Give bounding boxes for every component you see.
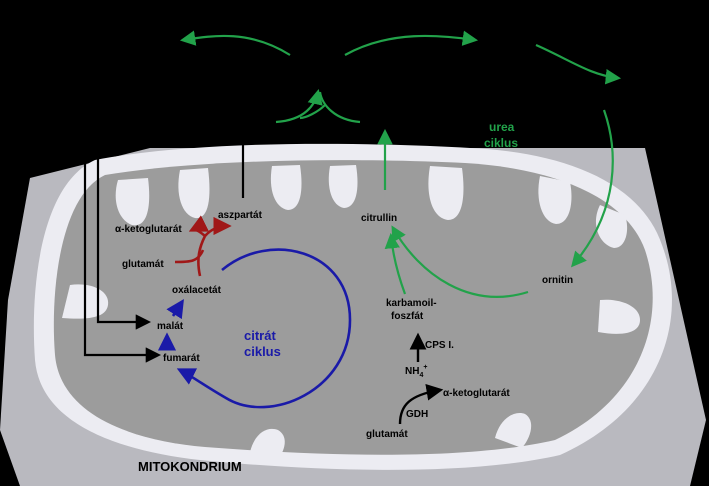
label-cps: CPS I. (425, 340, 454, 351)
transamination-arrows (174, 215, 232, 277)
ammonia-pathway (398, 332, 444, 425)
export-pathways (83, 40, 245, 363)
gdh-arrow (398, 383, 444, 425)
citrate-cycle-arc (176, 248, 352, 409)
label-oxalacetat: oxálacetát (172, 285, 222, 296)
karbamoil-to-citrullin-arrow (384, 232, 407, 295)
label-citrullin: citrullin (361, 213, 397, 224)
citrate-cycle (157, 248, 352, 409)
malate-import-line (96, 40, 152, 330)
label-nh4: NH4+ (405, 364, 427, 379)
label-aszpartat: aszpartát (218, 210, 263, 221)
label-foszfat: foszfát (391, 311, 424, 322)
label-ciklus-blue: ciklus (244, 344, 281, 359)
label-urea: urea (489, 120, 515, 134)
label-mitokondrium: MITOKONDRIUM (138, 459, 242, 474)
urea-cycle-right-arc (571, 109, 614, 268)
cristae (62, 165, 640, 460)
malate-to-oxaloacetate-arrow (166, 298, 184, 320)
label-ornitin: ornitin (542, 275, 573, 286)
label-karbamoil: karbamoil- (386, 298, 437, 309)
label-citrat: citrát (244, 328, 276, 343)
urea-cycle-arrows (179, 30, 622, 298)
label-ciklus-green: ciklus (484, 136, 518, 150)
label-fumarat: fumarát (163, 353, 200, 364)
label-gdh: GDH (406, 409, 428, 420)
label-glutamat-bottom: glutamát (366, 429, 408, 440)
label-glutamat-left: glutamát (122, 259, 164, 270)
fumarate-export-line (83, 40, 162, 363)
label-malat: malát (157, 321, 184, 332)
label-alpha-ketoglutarat-bottom: α-ketoglutarát (443, 388, 510, 399)
ornitin-to-citrullin-arc (391, 225, 529, 298)
label-alpha-ketoglutarat-top: α-ketoglutarát (115, 224, 182, 235)
